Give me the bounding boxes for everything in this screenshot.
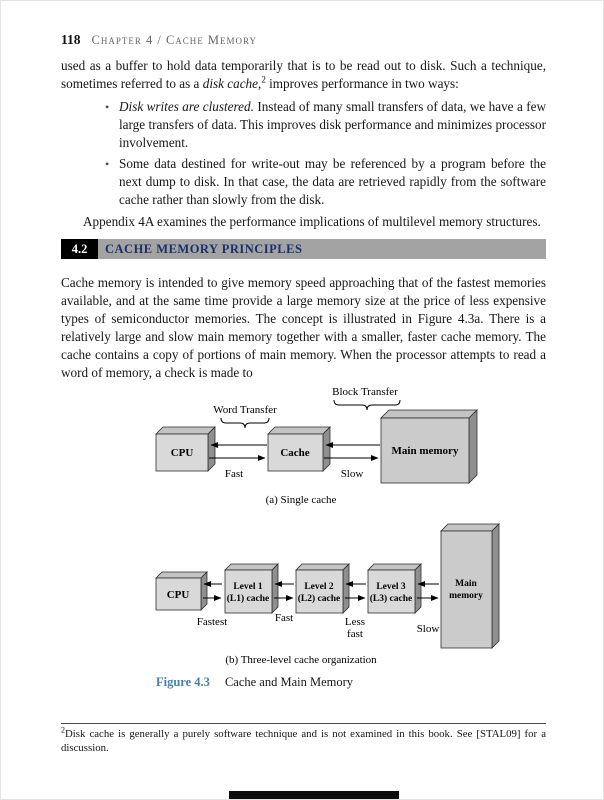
- cpu-label-b: CPU: [167, 589, 190, 601]
- bullet-body: Instead of many small transfers of data,…: [119, 99, 546, 150]
- main-memory-label-line2: memory: [449, 591, 483, 601]
- l1-label-line1: Level 1: [233, 582, 263, 592]
- main-memory-box-a: Main memory: [380, 409, 478, 484]
- caption-part-a: (a) Single cache: [266, 494, 337, 506]
- page-number: 118: [61, 32, 81, 47]
- section-title: CACHE MEMORY PRINCIPLES: [98, 239, 546, 259]
- cpu-box-b: CPU: [155, 571, 208, 611]
- paragraph-cache-principles: Cache memory is intended to give memory …: [61, 275, 546, 380]
- word-transfer-label: Word Transfer: [213, 404, 277, 416]
- cpu-label-a: CPU: [171, 447, 194, 459]
- figure-4-3: Block Transfer Word Transfer CPU: [1, 382, 603, 690]
- l1-label-line2: (L1) cache: [227, 593, 269, 604]
- l1-cache-box: Level 1 (L1) cache: [224, 563, 279, 614]
- fast-label-b: Fast: [275, 612, 293, 624]
- bullet-item-disk-writes: • Disk writes are clustered. Instead of …: [105, 98, 546, 152]
- block-transfer-label: Block Transfer: [332, 386, 398, 398]
- diagram-part-a: Block Transfer Word Transfer CPU: [155, 386, 478, 506]
- bullet-list: • Disk writes are clustered. Instead of …: [61, 98, 546, 209]
- fast-label-a: Fast: [225, 468, 243, 480]
- paragraph-appendix-note: Appendix 4A examines the performance imp…: [83, 214, 541, 229]
- l3-label-line2: (L3) cache: [370, 593, 412, 604]
- page-content: 118 Chapter 4 / Cache Memory used as a bu…: [61, 31, 546, 690]
- less-fast-label-line2: fast: [347, 628, 363, 640]
- footnote-rule: [61, 723, 546, 724]
- bullet-body: Some data destined for write-out may be …: [119, 156, 546, 207]
- l3-label-line1: Level 3: [376, 582, 406, 592]
- footnote-body: Disk cache is generally a purely softwar…: [61, 728, 546, 754]
- slow-label-b: Slow: [417, 623, 440, 635]
- cache-label-a: Cache: [280, 447, 309, 459]
- bullet-text: Some data destined for write-out may be …: [119, 155, 546, 209]
- chapter-running-title: Chapter 4 / Cache Memory: [91, 33, 258, 47]
- page-bottom-bar: [229, 791, 399, 799]
- bullet-item-write-out: • Some data destined for write-out may b…: [105, 155, 546, 209]
- bullet-icon: •: [105, 157, 110, 171]
- main-memory-label-a: Main memory: [392, 445, 459, 457]
- footnote-marker: 2: [61, 725, 65, 735]
- word-transfer-brace: [220, 417, 270, 429]
- fastest-label: Fastest: [197, 616, 228, 628]
- cache-memory-diagram: Block Transfer Word Transfer CPU: [155, 386, 500, 666]
- bullet-text: Disk writes are clustered. Instead of ma…: [119, 98, 546, 152]
- l2-label-line1: Level 2: [304, 582, 334, 592]
- main-memory-label-line1: Main: [455, 579, 477, 589]
- cache-box-a: Cache: [267, 426, 331, 472]
- paragraph-disk-cache-intro: used as a buffer to hold data temporaril…: [61, 57, 546, 93]
- term-disk-cache: disk cache,: [202, 76, 262, 91]
- intro-text-1: used as a buffer to hold data temporaril…: [61, 58, 546, 91]
- figure-caption: Figure 4.3 Cache and Main Memory: [1, 675, 603, 690]
- bullet-icon: •: [105, 100, 110, 114]
- figure-caption-title: Cache and Main Memory: [224, 675, 354, 689]
- block-transfer-brace: [333, 399, 401, 411]
- slow-label-a: Slow: [341, 468, 364, 480]
- bullet-lead-italic: Disk writes are clustered.: [119, 99, 254, 114]
- less-fast-label-line1: Less: [345, 616, 365, 628]
- l2-cache-box: Level 2 (L2) cache: [295, 563, 350, 614]
- main-memory-box-b: Main memory: [440, 523, 500, 649]
- l3-cache-box: Level 3 (L3) cache: [367, 563, 422, 614]
- running-head: 118 Chapter 4 / Cache Memory: [61, 31, 546, 47]
- footnote-text: 2Disk cache is generally a purely softwa…: [61, 725, 546, 755]
- cpu-box-a: CPU: [155, 426, 216, 472]
- intro-text-2: improves performance in two ways:: [265, 76, 459, 91]
- footnote-area: 2Disk cache is generally a purely softwa…: [61, 723, 546, 755]
- diagram-part-b: CPU Level 1 (L1) cache: [155, 523, 500, 666]
- section-heading-4-2: 4.2 CACHE MEMORY PRINCIPLES: [61, 239, 546, 259]
- caption-part-b: (b) Three-level cache organization: [225, 654, 377, 666]
- footnote-reference-2: 2: [261, 74, 266, 85]
- section-number: 4.2: [61, 239, 98, 259]
- figure-caption-number: Figure 4.3: [156, 675, 210, 689]
- l2-label-line2: (L2) cache: [298, 593, 340, 604]
